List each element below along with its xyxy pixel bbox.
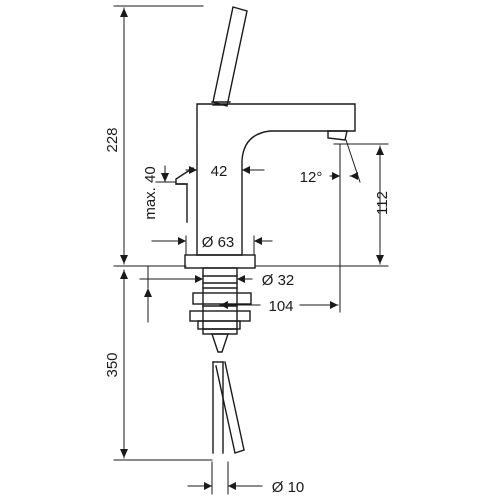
label-max-40: max. 40 [142, 166, 159, 219]
dimension-112 [255, 143, 389, 267]
label-diameter-63: Ø 63 [202, 234, 235, 251]
label-12-degrees: 12° [300, 169, 323, 186]
popup-rod [175, 167, 194, 223]
dimension-228 [113, 5, 204, 267]
dimension-diameter-32 [139, 275, 253, 283]
faucet-body [175, 6, 356, 269]
label-diameter-32: Ø 32 [262, 272, 295, 289]
label-228: 228 [104, 127, 121, 152]
mounting-nut [192, 292, 252, 305]
label-42: 42 [211, 163, 228, 180]
label-104: 104 [268, 298, 293, 315]
spout-tip [327, 130, 348, 141]
lever-handle [212, 6, 248, 107]
label-112: 112 [374, 191, 391, 215]
dimension-diameter-63 [151, 235, 273, 256]
base-rosette [184, 254, 256, 269]
dimension-angle-12 [329, 139, 361, 183]
dimension-104 [144, 143, 341, 323]
dimension-labels: 228 350 max. 40 112 42 12° Ø 63 Ø 32 104… [104, 127, 391, 496]
label-350: 350 [104, 352, 121, 377]
mounting-shank [189, 267, 252, 353]
dimension-diameter-10 [187, 461, 263, 495]
dimension-max-40 [147, 165, 176, 289]
dimension-42 [185, 166, 265, 174]
dimension-350 [113, 269, 213, 461]
label-diameter-10: Ø 10 [272, 479, 305, 496]
faucet-column [196, 103, 356, 256]
flex-hoses [212, 361, 245, 454]
